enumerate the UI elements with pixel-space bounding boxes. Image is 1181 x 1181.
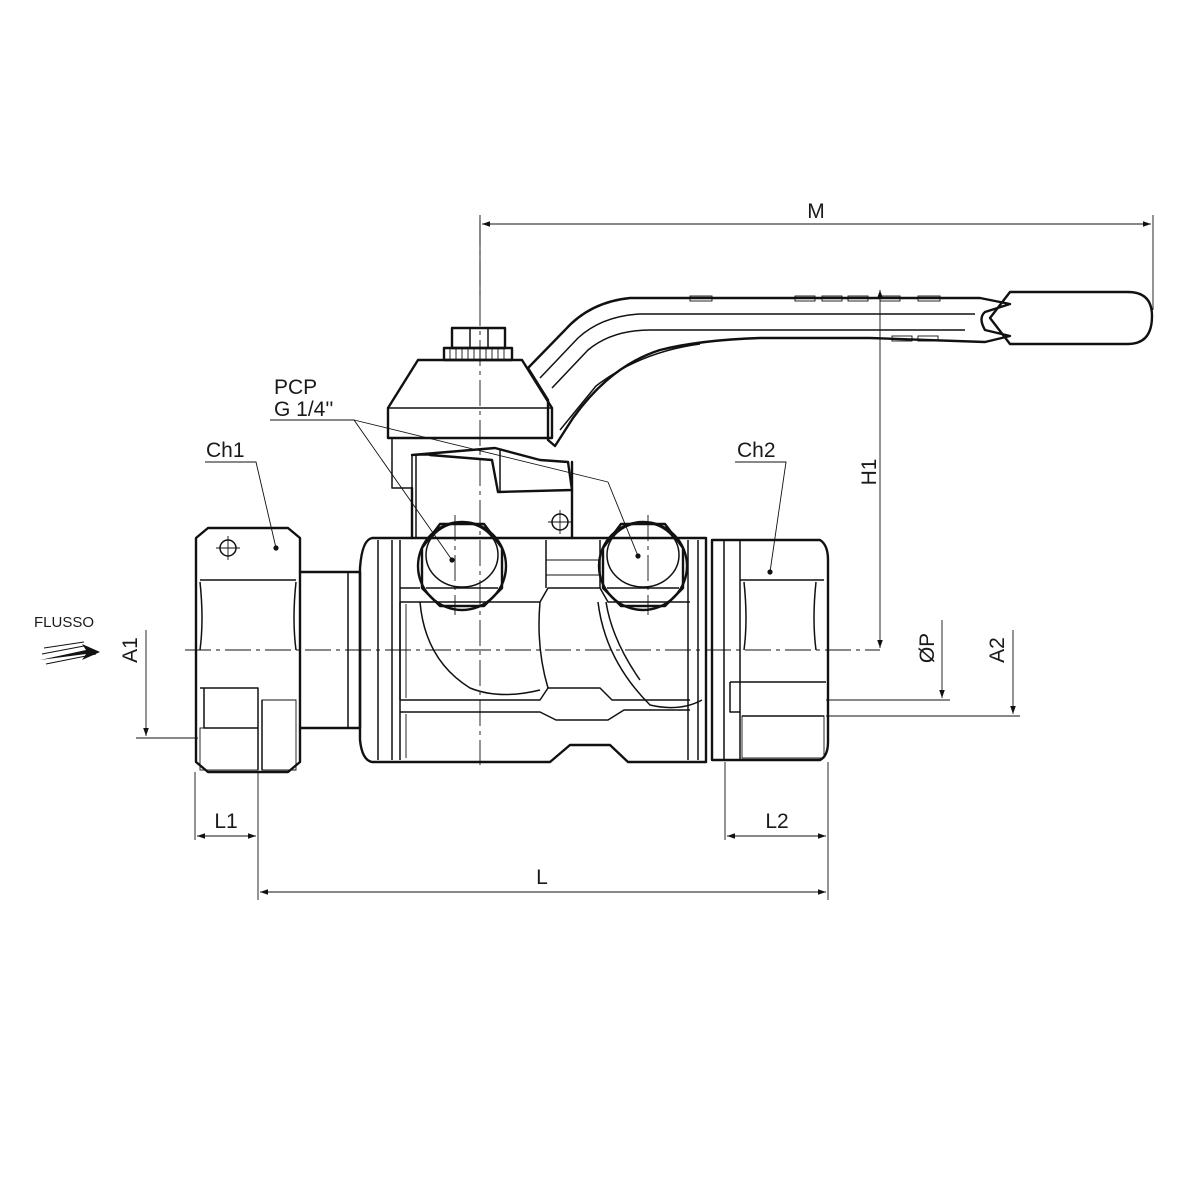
pcp-plug-left	[416, 520, 508, 612]
label-ch1: Ch1	[206, 439, 245, 462]
left-union-nut	[194, 526, 362, 774]
center-lines	[185, 220, 880, 765]
pcp-plug-right	[597, 520, 689, 612]
label-P: ØP	[916, 633, 939, 663]
stem-nut	[442, 326, 514, 362]
label-H1: H1	[858, 459, 881, 486]
label-pcp-thread: G 1/4''	[274, 398, 333, 421]
label-A1: A1	[119, 637, 142, 663]
label-ch2: Ch2	[737, 439, 776, 462]
leader-lines	[205, 419, 787, 575]
label-L: L	[536, 866, 548, 889]
labels: M H1 Ch1 Ch2 PCP G 1/4'' FLUSSO A1 A2 ØP…	[34, 200, 1009, 889]
label-L2: L2	[765, 810, 788, 833]
label-L1: L1	[214, 810, 237, 833]
label-flusso: FLUSSO	[34, 614, 94, 631]
label-A2: A2	[986, 637, 1009, 663]
valve-body	[358, 536, 708, 764]
label-M: M	[807, 200, 825, 223]
label-pcp: PCP	[274, 376, 317, 399]
handle-hub	[386, 358, 574, 540]
lever-handle	[526, 290, 1154, 448]
dimension-lines	[136, 215, 1154, 900]
right-female-fitting	[710, 538, 830, 762]
flow-arrow-icon	[40, 641, 100, 665]
